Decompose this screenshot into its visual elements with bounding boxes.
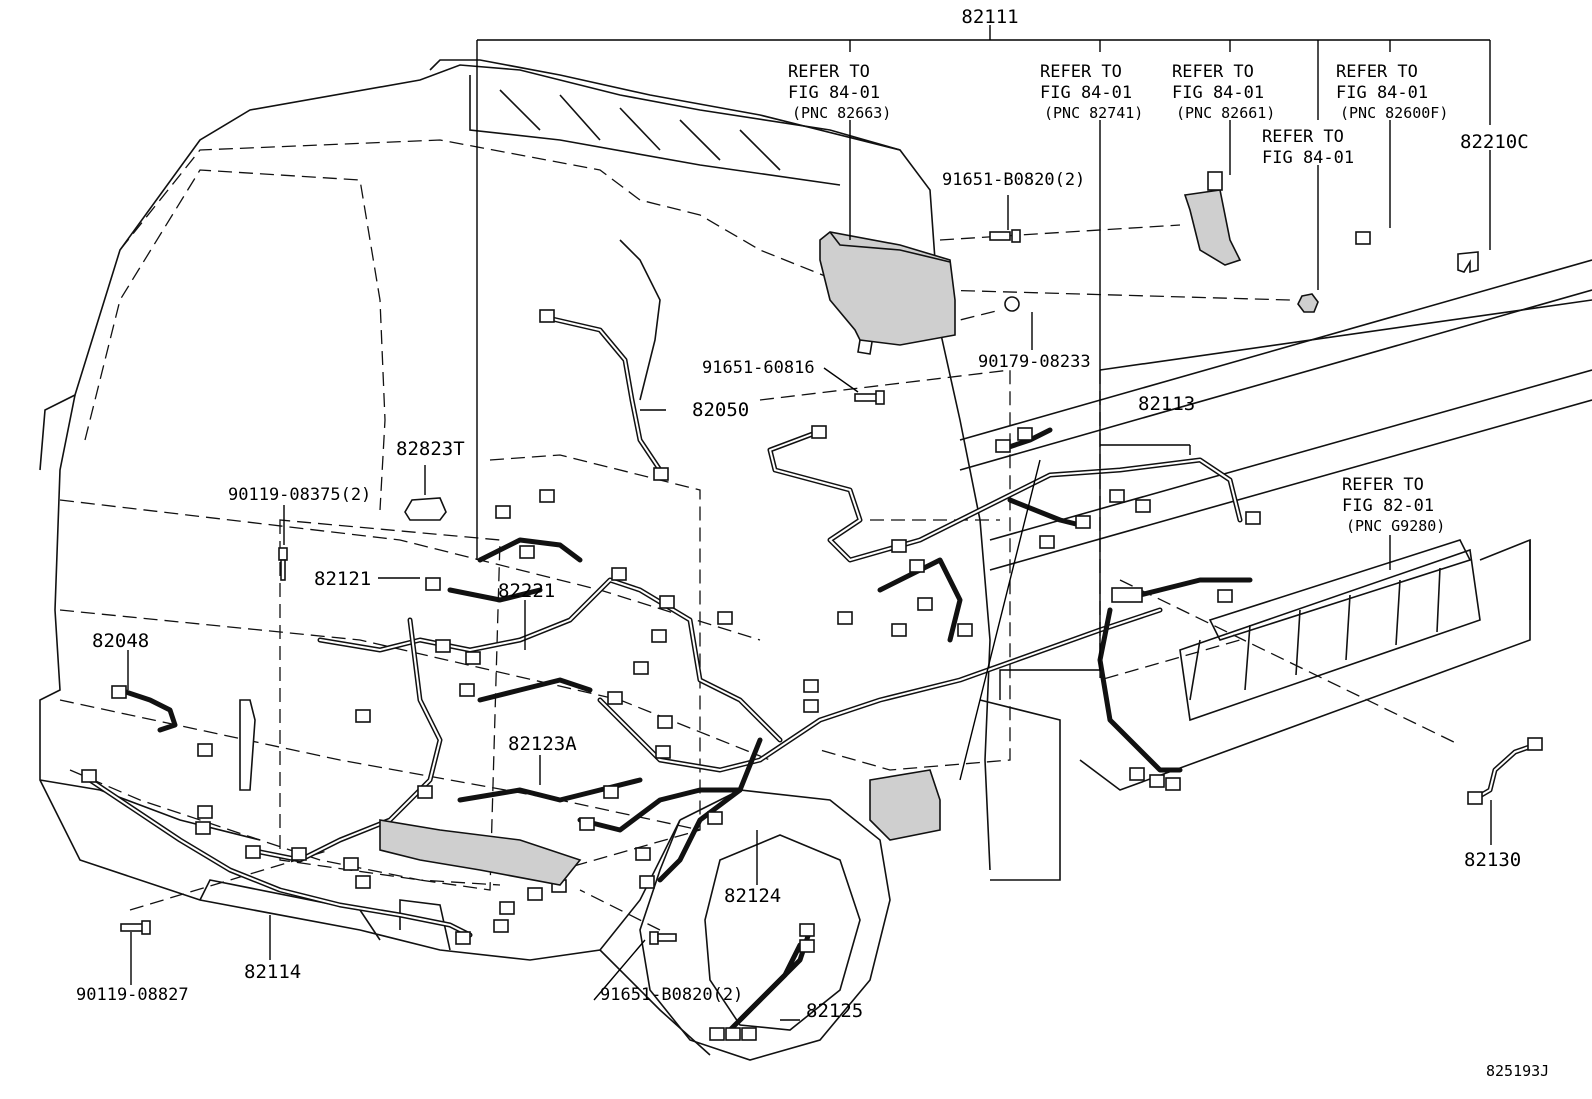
ecu-module — [819, 231, 956, 355]
label-82113: 82113 — [1138, 393, 1195, 415]
label-82130: 82130 — [1464, 849, 1521, 871]
connectors — [81, 231, 1543, 1041]
label-refer-84-01-line1: REFER TO — [1262, 127, 1344, 147]
harness-main-engine — [247, 537, 1163, 863]
diagram-id: 825193J — [1486, 1062, 1549, 1080]
label-82050: 82050 — [692, 399, 749, 421]
label-refer-82600F-line1: REFER TO — [1336, 62, 1418, 82]
label-90119-08375: 90119-08375(2) — [228, 485, 371, 505]
label-82823T: 82823T — [396, 438, 465, 460]
harness-82124 — [657, 737, 763, 883]
label-82124: 82124 — [724, 885, 781, 907]
clip-84-01 — [1297, 293, 1319, 313]
bolts — [120, 229, 1021, 945]
label-90179-08233: 90179-08233 — [978, 352, 1091, 372]
label-82221: 82221 — [498, 580, 555, 602]
clip-82210C — [1457, 251, 1479, 274]
harness-battery — [1097, 577, 1253, 773]
label-refer-82741-line2: FIG 84-01 — [1040, 83, 1132, 103]
harness-82130 — [1475, 742, 1538, 800]
label-refer-82741-line1: REFER TO — [1040, 62, 1122, 82]
label-82123A: 82123A — [508, 733, 577, 755]
label-82114: 82114 — [244, 961, 301, 983]
harness-82048 — [117, 687, 178, 733]
label-90119-08827: 90119-08827 — [76, 985, 189, 1005]
label-91651-B0820-top: 91651-B0820(2) — [942, 170, 1085, 190]
label-refer-84-01-line2: FIG 84-01 — [1262, 148, 1354, 168]
harness-82050 — [545, 315, 663, 473]
label-82048: 82048 — [92, 630, 149, 652]
ground-cap — [404, 497, 447, 521]
harness-82125 — [727, 927, 813, 1033]
label-refer-82741-line3: (PNC 82741) — [1044, 104, 1143, 122]
label-refer-82661-line3: (PNC 82661) — [1176, 104, 1275, 122]
label-refer-g9280-line3: (PNC G9280) — [1346, 517, 1445, 535]
label-refer-82661-line2: FIG 84-01 — [1172, 83, 1264, 103]
label-refer-g9280-line1: REFER TO — [1342, 475, 1424, 495]
label-91651-B0820-bottom: 91651-B0820(2) — [600, 985, 743, 1005]
harness-82221 — [477, 677, 593, 703]
relay-bracket — [1183, 171, 1242, 266]
label-82121: 82121 — [314, 568, 371, 590]
label-refer-82600F-line2: FIG 84-01 — [1336, 83, 1428, 103]
label-82111: 82111 — [961, 6, 1018, 28]
label-refer-82663-line2: FIG 84-01 — [788, 83, 880, 103]
label-refer-g9280-line2: FIG 82-01 — [1342, 496, 1434, 516]
label-82125: 82125 — [806, 1000, 863, 1022]
part-labels: 82111 REFER TO FIG 84-01 (PNC 82663) REF… — [76, 6, 1549, 1080]
junction-block — [239, 699, 941, 886]
leader-lines — [127, 25, 1492, 1021]
label-82210C: 82210C — [1460, 131, 1529, 153]
chassis-frame — [959, 259, 1592, 881]
harness-82114 — [87, 777, 473, 938]
label-91651-60816: 91651-60816 — [702, 358, 815, 378]
label-refer-82600F-line3: (PNC 82600F) — [1340, 104, 1448, 122]
label-refer-82663-line1: REFER TO — [788, 62, 870, 82]
label-refer-82663-line3: (PNC 82663) — [792, 104, 891, 122]
label-refer-82661-line1: REFER TO — [1172, 62, 1254, 82]
